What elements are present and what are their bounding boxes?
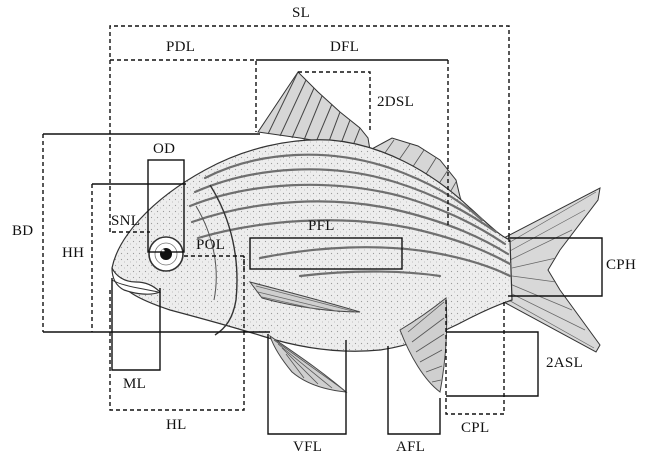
label-sl: SL	[292, 6, 310, 21]
label-hl: HL	[166, 418, 187, 433]
fish-illustration	[112, 72, 600, 392]
label-bd: BD	[12, 224, 33, 239]
label-cpl: CPL	[461, 421, 489, 436]
label-hh: HH	[62, 246, 84, 261]
fish-eye	[149, 237, 183, 271]
label-pdl: PDL	[166, 40, 195, 55]
pdl-bracket	[110, 60, 256, 132]
label-pol: POL	[196, 238, 225, 253]
label-ml: ML	[123, 377, 146, 392]
label-snl: SNL	[111, 214, 140, 229]
caudal-fin	[500, 188, 600, 352]
label-dfl: DFL	[330, 40, 359, 55]
asl2-bracket	[446, 332, 538, 396]
label-afl: AFL	[396, 440, 425, 455]
label-2dsl: 2DSL	[377, 95, 414, 110]
label-2asl: 2ASL	[546, 356, 583, 371]
label-od: OD	[153, 142, 175, 157]
label-cph: CPH	[606, 258, 636, 273]
label-pfl: PFL	[308, 219, 335, 234]
first-dorsal-fin	[258, 72, 370, 150]
label-vfl: VFL	[293, 440, 322, 455]
